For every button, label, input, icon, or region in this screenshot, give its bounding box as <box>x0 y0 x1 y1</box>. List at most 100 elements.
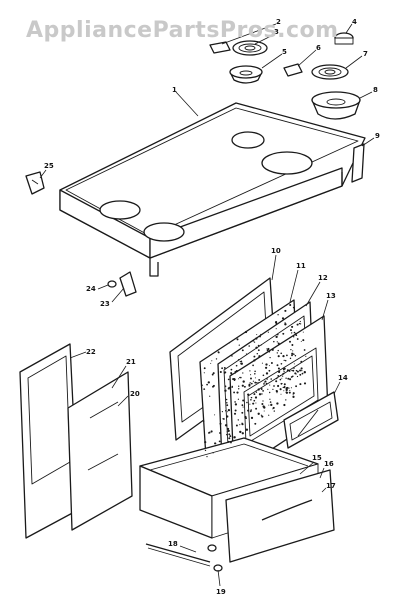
insulation-speck <box>238 376 241 378</box>
insulation-speck <box>269 384 271 386</box>
liner-speck <box>286 386 289 389</box>
insulation-speck <box>277 342 280 345</box>
insulation-speck <box>203 367 206 370</box>
liner-speck <box>303 382 307 385</box>
insulation-speck <box>284 322 286 324</box>
liner-speck <box>293 336 295 338</box>
insulation-speck <box>291 369 293 372</box>
insulation-speck <box>210 430 213 433</box>
liner-speck <box>293 331 296 334</box>
liner-speck <box>301 372 304 375</box>
liner-speck <box>243 385 246 388</box>
liner-speck <box>239 430 242 434</box>
insulation-speck <box>292 306 295 309</box>
liner-speck <box>241 404 244 407</box>
liner-speck <box>258 355 261 358</box>
liner-speck <box>266 378 268 380</box>
insulation-speck <box>225 409 227 412</box>
insulation-speck <box>290 348 292 351</box>
insulation-speck <box>222 418 224 420</box>
insulation-speck <box>248 384 251 387</box>
liner-speck <box>280 382 283 385</box>
insulation-speck <box>270 362 273 364</box>
liner-speck <box>247 393 250 396</box>
liner-speck <box>295 333 297 335</box>
insulation-speck <box>277 367 280 370</box>
insulation-speck <box>242 372 244 374</box>
insulation-speck <box>291 354 293 357</box>
liner-speck <box>230 368 233 371</box>
liner-speck <box>298 322 301 325</box>
liner-speck <box>275 335 278 339</box>
callout-2: 2 <box>276 18 281 26</box>
liner-speck <box>272 408 274 410</box>
insulation-speck <box>270 378 273 380</box>
liner-speck <box>294 355 297 357</box>
insulation-speck <box>274 321 278 324</box>
liner-speck <box>234 401 236 403</box>
insulation-speck <box>223 366 226 369</box>
liner-speck <box>236 391 239 394</box>
liner-speck <box>292 395 295 399</box>
liner-speck <box>272 388 274 391</box>
insulation-speck <box>261 393 263 395</box>
liner-speck <box>276 392 278 394</box>
liner-speck <box>276 364 279 367</box>
callout-17: 17 <box>326 482 336 490</box>
insulation-speck <box>284 323 287 326</box>
insulation-speck <box>286 304 288 306</box>
insulation-speck <box>247 409 250 412</box>
liner-speck <box>240 362 243 365</box>
liner-speck <box>253 355 256 358</box>
insulation-speck <box>253 399 256 402</box>
insulation-speck <box>214 414 216 416</box>
insulation-speck <box>221 411 223 413</box>
liner-speck <box>268 369 271 372</box>
callout-14: 14 <box>338 374 348 382</box>
liner-speck <box>303 349 306 351</box>
insulation-speck <box>257 344 260 347</box>
insulation-speck <box>201 384 204 386</box>
liner-speck <box>286 354 288 357</box>
liner-speck <box>299 373 302 376</box>
liner-speck <box>241 422 243 425</box>
liner-speck <box>285 377 287 379</box>
insulation-speck <box>248 345 250 347</box>
callout-3: 3 <box>274 28 279 36</box>
liner-speck <box>246 401 248 404</box>
liner-speck <box>257 388 260 391</box>
leader-lines <box>39 23 375 587</box>
surface-element-3 <box>232 40 268 56</box>
liner-speck <box>255 407 258 410</box>
liner-speck <box>299 369 302 372</box>
insulation-speck <box>238 344 240 346</box>
callout-5: 5 <box>282 48 287 56</box>
liner-speck <box>280 362 283 365</box>
insulation-speck <box>204 440 207 444</box>
insulation-speck <box>256 334 258 336</box>
insulation-speck <box>262 390 264 392</box>
liner-speck <box>305 355 307 357</box>
liner-speck <box>276 352 278 354</box>
liner-speck <box>302 339 305 342</box>
liner-speck <box>276 341 278 343</box>
liner-speck <box>269 401 272 403</box>
liner-speck <box>300 340 302 342</box>
liner-speck <box>263 383 265 385</box>
liner-speck <box>295 385 298 388</box>
liner-speck <box>238 378 240 380</box>
liner-speck <box>302 331 304 333</box>
liner-speck <box>257 349 260 352</box>
callout-20: 20 <box>130 390 140 398</box>
liner-speck <box>224 385 227 388</box>
bracket-25 <box>25 171 45 195</box>
insulation-speck <box>277 333 279 336</box>
liner-speck <box>279 374 282 377</box>
insulation-speck <box>241 349 244 352</box>
insulation-speck <box>275 328 277 330</box>
insulation-speck <box>255 391 258 393</box>
liner-speck <box>249 382 251 384</box>
callout-8: 8 <box>373 86 378 94</box>
insulation-speck <box>210 362 212 364</box>
callout-19: 19 <box>216 588 226 596</box>
